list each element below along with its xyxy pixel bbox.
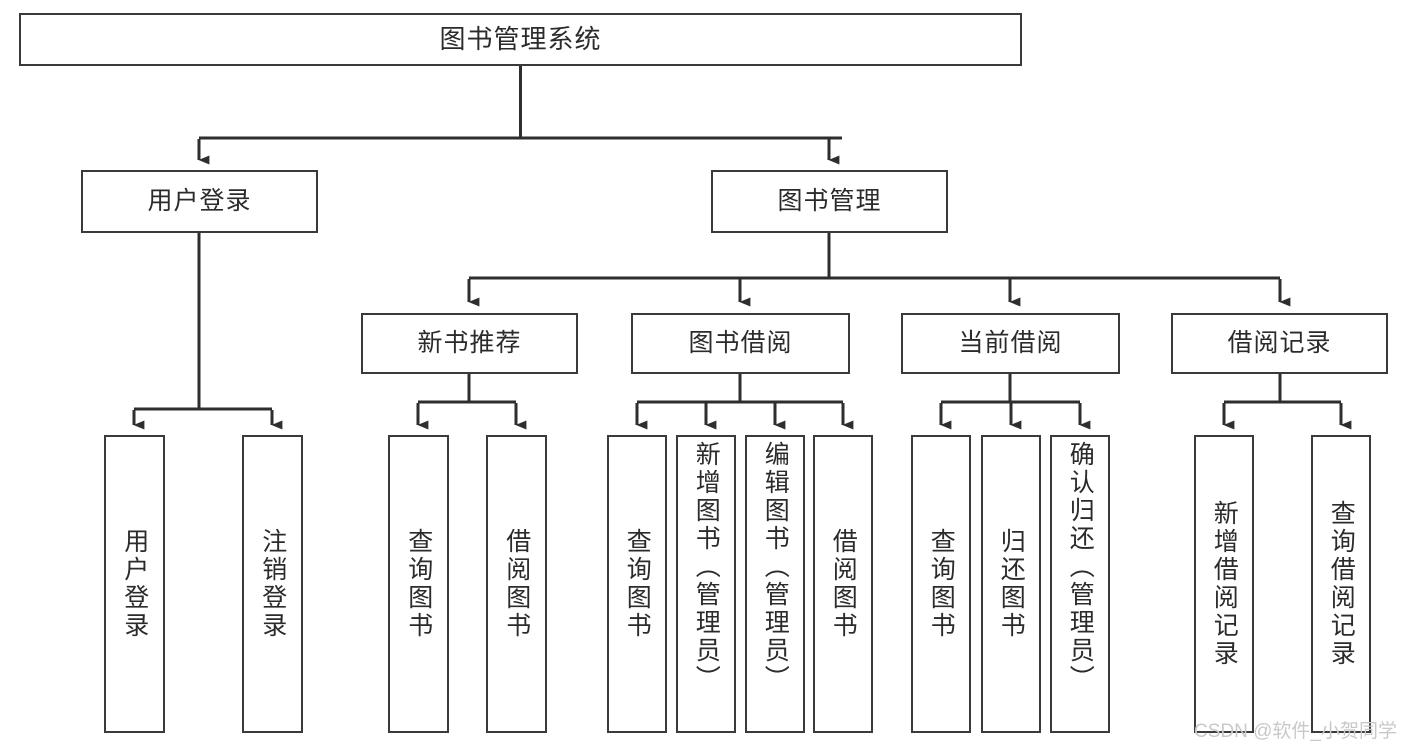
node-leaf-borrow-book-1[interactable]: 借阅图书 [486,435,547,733]
node-leaf-query-book-1[interactable]: 查询图书 [388,435,449,733]
node-leaf-edit-book-label: 编辑图书（管理员） [761,441,790,693]
node-user-login-label: 用户登录 [147,186,252,215]
node-leaf-logout[interactable]: 注销登录 [242,435,303,733]
node-leaf-query-book-3[interactable]: 查询图书 [911,435,971,733]
node-leaf-add-book[interactable]: 新增图书（管理员） [676,435,736,733]
node-leaf-query-book-2-label: 查询图书 [623,528,652,640]
node-root-label: 图书管理系统 [439,24,602,55]
node-leaf-borrow-book-2-label: 借阅图书 [829,528,858,640]
node-book-management[interactable]: 图书管理 [711,170,948,233]
csdn-watermark: CSDN @软件_小贺同学 [1194,721,1397,742]
node-new-book-recommend[interactable]: 新书推荐 [361,313,578,374]
node-leaf-logout-label: 注销登录 [258,528,287,640]
node-new-book-recommend-label: 新书推荐 [417,328,522,357]
node-leaf-add-record[interactable]: 新增借阅记录 [1194,435,1254,733]
node-leaf-return-book-label: 归还图书 [997,528,1026,640]
node-current-borrow-label: 当前借阅 [958,328,1063,357]
node-leaf-query-record[interactable]: 查询借阅记录 [1311,435,1371,733]
node-leaf-return-book[interactable]: 归还图书 [981,435,1041,733]
node-current-borrow[interactable]: 当前借阅 [901,313,1120,374]
node-leaf-query-book-3-label: 查询图书 [927,528,956,640]
node-leaf-query-record-label: 查询借阅记录 [1327,500,1356,668]
node-leaf-add-record-label: 新增借阅记录 [1210,500,1239,668]
node-leaf-confirm-return[interactable]: 确认归还（管理员） [1050,435,1110,733]
node-book-borrow[interactable]: 图书借阅 [631,313,850,374]
node-leaf-add-book-label: 新增图书（管理员） [692,441,721,693]
node-leaf-user-login[interactable]: 用户登录 [104,435,165,733]
node-user-login[interactable]: 用户登录 [81,170,318,233]
node-leaf-edit-book[interactable]: 编辑图书（管理员） [745,435,805,733]
node-leaf-query-book-1-label: 查询图书 [404,528,433,640]
node-book-borrow-label: 图书借阅 [688,328,793,357]
node-leaf-confirm-return-label: 确认归还（管理员） [1066,441,1095,693]
node-root[interactable]: 图书管理系统 [19,13,1022,66]
node-borrow-record[interactable]: 借阅记录 [1171,313,1388,374]
node-leaf-user-login-label: 用户登录 [120,528,149,640]
node-leaf-query-book-2[interactable]: 查询图书 [607,435,667,733]
node-book-management-label: 图书管理 [777,186,882,215]
node-leaf-borrow-book-2[interactable]: 借阅图书 [813,435,873,733]
node-leaf-borrow-book-1-label: 借阅图书 [502,528,531,640]
node-borrow-record-label: 借阅记录 [1227,328,1332,357]
